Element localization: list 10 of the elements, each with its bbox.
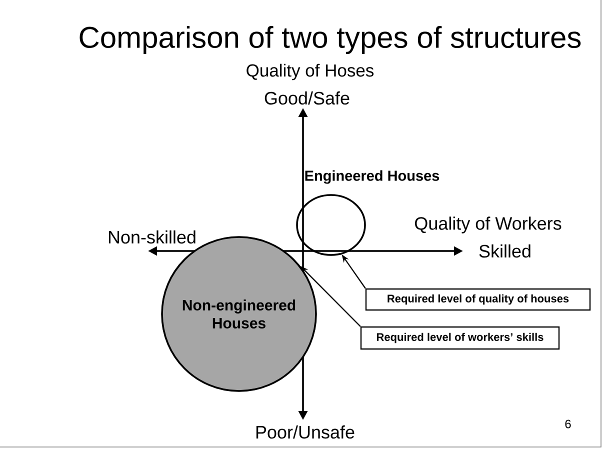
- axis-title: Quality of Workers: [415, 216, 562, 234]
- node-heading: Engineered Houses: [305, 170, 440, 184]
- callout-box: Required level of workers’ skills: [360, 326, 560, 350]
- axis-label: Poor/Unsafe: [256, 425, 354, 439]
- page-number: 6: [565, 420, 571, 428]
- axis-label: Skilled: [479, 244, 530, 258]
- callout-box: Required level of quality of houses: [365, 288, 591, 311]
- title: Comparison of two types of structures: [80, 26, 581, 54]
- axis-title: Quality of Hoses: [246, 64, 374, 80]
- axis-label: Good/Safe: [264, 91, 350, 105]
